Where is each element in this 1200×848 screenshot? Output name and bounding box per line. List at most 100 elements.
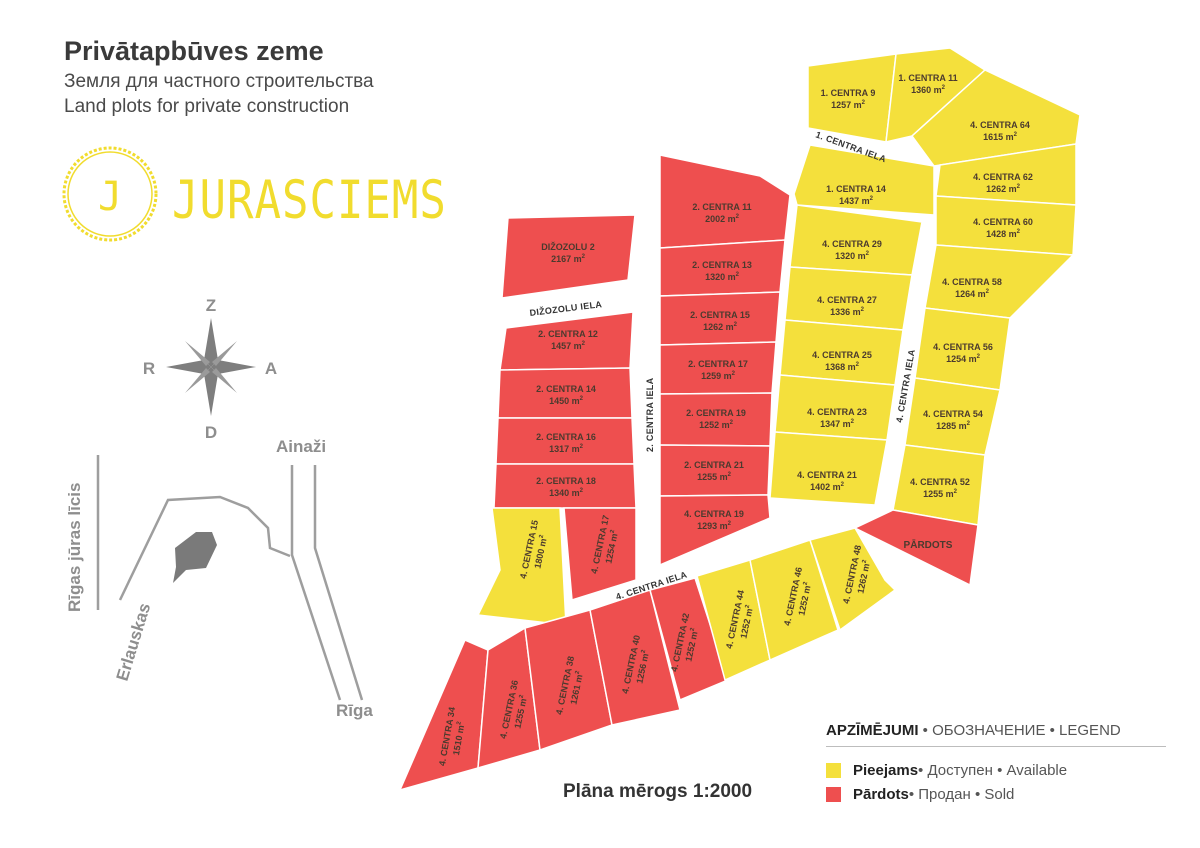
plot-name: 4. CENTRA 23 xyxy=(807,407,867,417)
plot-name: 4. CENTRA 52 xyxy=(910,477,970,487)
plot-shape[interactable] xyxy=(769,431,888,506)
plot-shape[interactable] xyxy=(649,577,729,702)
plot-pārdots[interactable]: PĀRDOTS xyxy=(853,509,979,587)
gulf-label: Rīgas jūras līcis xyxy=(65,483,84,612)
plot-area: 1336 m xyxy=(830,307,861,317)
plot-shape[interactable] xyxy=(659,494,771,567)
plot-4-centra-34[interactable]: 4. CENTRA 341510 m2 xyxy=(398,639,489,792)
plot-name: 4. CENTRA 19 xyxy=(684,509,744,519)
plot-shape[interactable] xyxy=(809,527,897,632)
plot-shape[interactable] xyxy=(659,154,791,249)
location-marker-icon xyxy=(173,532,217,583)
legend-available-bold: Pieejams xyxy=(853,762,919,779)
plot-shape[interactable] xyxy=(659,444,771,497)
plot-area-unit-sup: 2 xyxy=(730,420,734,426)
plot-area: 1402 m xyxy=(810,482,841,492)
plot-area: 1615 m xyxy=(983,132,1014,142)
plot-shape[interactable] xyxy=(563,507,637,601)
plot-4-centra-15[interactable]: 4. CENTRA 151800 m2 xyxy=(476,507,567,626)
plot-area-unit-sup: 2 xyxy=(575,670,582,675)
plot-area-unit-sup: 2 xyxy=(856,362,860,368)
plot-name: 4. CENTRA 60 xyxy=(973,217,1033,227)
legend-swatch-sold xyxy=(826,787,841,802)
plot-shape[interactable] xyxy=(493,463,637,509)
plot-name: 2. CENTRA 18 xyxy=(536,476,596,486)
plot-area-unit-sup: 2 xyxy=(977,354,981,360)
plot-area-unit-sup: 2 xyxy=(861,307,865,313)
plot-area: 1285 m xyxy=(936,421,967,431)
plot-4-centra-42[interactable]: 4. CENTRA 421252 m2 xyxy=(649,577,729,702)
legend-sold-bold: Pārdots xyxy=(853,786,909,803)
plot-shape[interactable] xyxy=(853,509,979,587)
plot-4-centra-40[interactable]: 4. CENTRA 401256 m2 xyxy=(589,589,681,726)
plot-4-centra-48[interactable]: 4. CENTRA 481262 m2 xyxy=(809,527,897,632)
plot-4-centra-38[interactable]: 4. CENTRA 381261 m2 xyxy=(524,609,613,752)
ainazi-label: Ainaži xyxy=(276,437,326,456)
plot-shape[interactable] xyxy=(589,589,681,726)
plot-4-centra-46[interactable]: 4. CENTRA 461252 m2 xyxy=(749,539,839,662)
plot-area-unit-sup: 2 xyxy=(728,472,732,478)
plot-area: 1293 m xyxy=(697,521,728,531)
plot-area-unit-sup: 2 xyxy=(803,581,810,586)
legend-available-rest: • Доступен • Available xyxy=(918,762,1068,779)
plot-area: 1317 m xyxy=(549,444,580,454)
locator-map xyxy=(96,455,364,701)
legend-divider xyxy=(826,746,1166,747)
plot-shape[interactable] xyxy=(501,214,636,299)
plot-4-centra-17[interactable]: 4. CENTRA 171254 m2 xyxy=(563,507,637,601)
plot-shape[interactable] xyxy=(398,639,489,792)
compass-south: D xyxy=(205,423,217,442)
plot-area-unit-sup: 2 xyxy=(862,100,866,106)
plot-area-unit-sup: 2 xyxy=(851,419,855,425)
plot-area-unit-sup: 2 xyxy=(841,482,845,488)
plot-name: DIŽOZOLU 2 xyxy=(541,241,595,252)
plot-area: 1450 m xyxy=(549,396,580,406)
plot-shape[interactable] xyxy=(793,144,935,216)
plot-shape[interactable] xyxy=(807,53,897,143)
plot-shape[interactable] xyxy=(476,507,567,626)
plot-area: 1259 m xyxy=(701,371,732,381)
plot-shape[interactable] xyxy=(749,539,839,662)
plot-4-centra-36[interactable]: 4. CENTRA 361255 m2 xyxy=(477,626,541,770)
plot-area: 1262 m xyxy=(986,184,1017,194)
plot-4-centra-44[interactable]: 4. CENTRA 441252 m2 xyxy=(696,559,771,682)
legend-heading-rest: • ОБОЗНАЧЕНИЕ • LEGEND xyxy=(918,722,1121,739)
page-title: Privātapbūves zeme xyxy=(64,36,324,66)
plot-name: 1. CENTRA 11 xyxy=(898,73,957,83)
logo-emblem: J xyxy=(62,146,158,242)
plot-area-unit-sup: 2 xyxy=(582,341,586,347)
